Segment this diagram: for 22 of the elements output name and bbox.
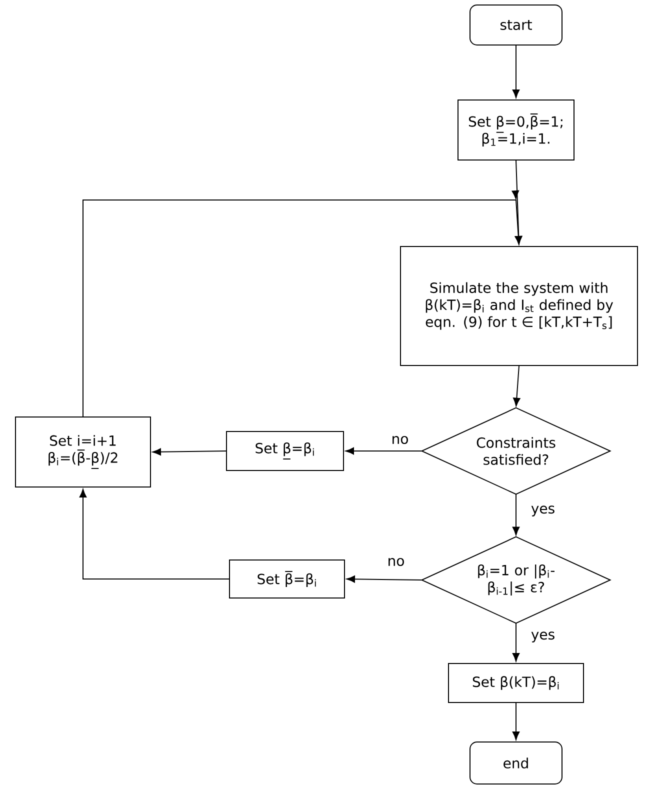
arrow bbox=[79, 488, 230, 580]
process-box: Set β(kT)=β$_{i}$ bbox=[448, 663, 584, 703]
arrow bbox=[512, 622, 520, 662]
terminal-box: end bbox=[470, 742, 562, 784]
arrow bbox=[512, 702, 520, 740]
arrow bbox=[82, 190, 522, 417]
arrow bbox=[345, 447, 422, 455]
process-box: Simulate the system with β(kT)=β$_{i}$ and I$_{st}$ defined by eqn. (9) for t ∈ [kT,kT+T$_{s}$] bbox=[400, 246, 638, 366]
edge-label: yes bbox=[530, 630, 556, 644]
edge-label: no bbox=[390, 434, 410, 446]
terminal-box: start bbox=[470, 4, 562, 46]
arrow bbox=[512, 45, 520, 98]
arrow bbox=[346, 576, 422, 583]
arrow bbox=[512, 494, 520, 536]
edge-label: yes bbox=[530, 504, 556, 518]
arrow bbox=[513, 366, 520, 406]
process-box: Set β̲=0,β̅=1; β$_{1}$=1,i=1. bbox=[458, 100, 574, 160]
edge-label: no bbox=[386, 556, 406, 568]
process-box: Set i=i+1 β$_{i}$=(β̅-β̲)/2 bbox=[15, 416, 151, 488]
arrow bbox=[152, 448, 226, 456]
process-box: Set β̅=β$_{i}$ bbox=[229, 560, 345, 598]
process-box: Set β̲=β$_{i}$ bbox=[226, 431, 344, 471]
